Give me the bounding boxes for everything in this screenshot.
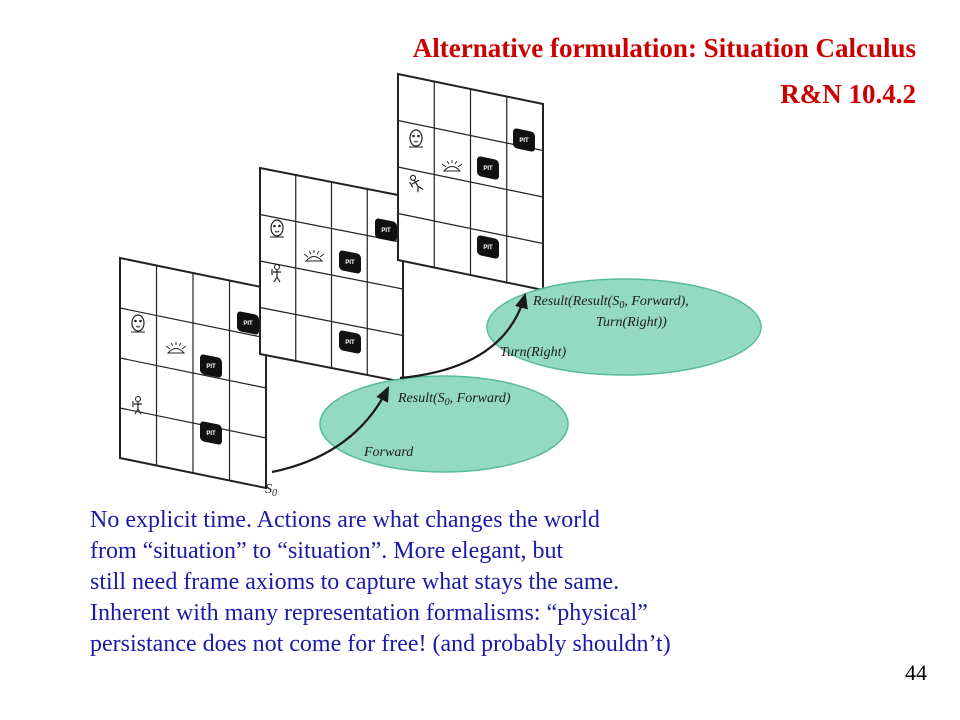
pit-label: PIT [206, 431, 216, 437]
situation-ellipse-2 [486, 278, 762, 376]
slide-reference: R&N 10.4.2 [780, 79, 916, 109]
turn-right-label: Turn(Right) [500, 345, 566, 360]
slide-body-text: No explicit time. Actions are what chang… [90, 505, 880, 660]
board-s2: PIT PIT PIT [397, 72, 544, 292]
body-line: Inherent with many representation formal… [90, 600, 648, 626]
pit-label: PIT [483, 245, 493, 251]
situation-calculus-diagram: PIT PIT PIT PIT PIT PIT PIT PIT PIT [119, 72, 762, 499]
body-line: persistance does not come for free! (and… [90, 631, 671, 657]
body-line: No explicit time. Actions are what chang… [90, 507, 600, 533]
pit-label: PIT [243, 321, 253, 327]
pit-label: PIT [519, 138, 529, 144]
pit-label: PIT [206, 364, 216, 370]
result-result-label: Result(Result(S0, Forward), [532, 294, 689, 311]
page-number: 44 [905, 660, 927, 685]
board-s1: PIT PIT PIT [259, 166, 404, 384]
turn-right-arrow [399, 292, 528, 380]
pit-label: PIT [345, 260, 355, 266]
body-line: still need frame axioms to capture what … [90, 569, 620, 595]
body-line: from “situation” to “situation”. More el… [90, 538, 564, 564]
forward-arrow [271, 386, 389, 474]
forward-label: Forward [363, 445, 414, 460]
pit-label: PIT [381, 228, 391, 234]
s0-label: S0 [265, 482, 277, 499]
pit-label: PIT [345, 340, 355, 346]
board-s0: PIT PIT PIT [119, 256, 267, 490]
slide-title: Alternative formulation: Situation Calcu… [412, 33, 916, 63]
pit-label: PIT [483, 166, 493, 172]
turn-right-result-label: Turn(Right)) [596, 315, 667, 330]
result-s0-forward-label: Result(S0, Forward) [397, 391, 511, 408]
